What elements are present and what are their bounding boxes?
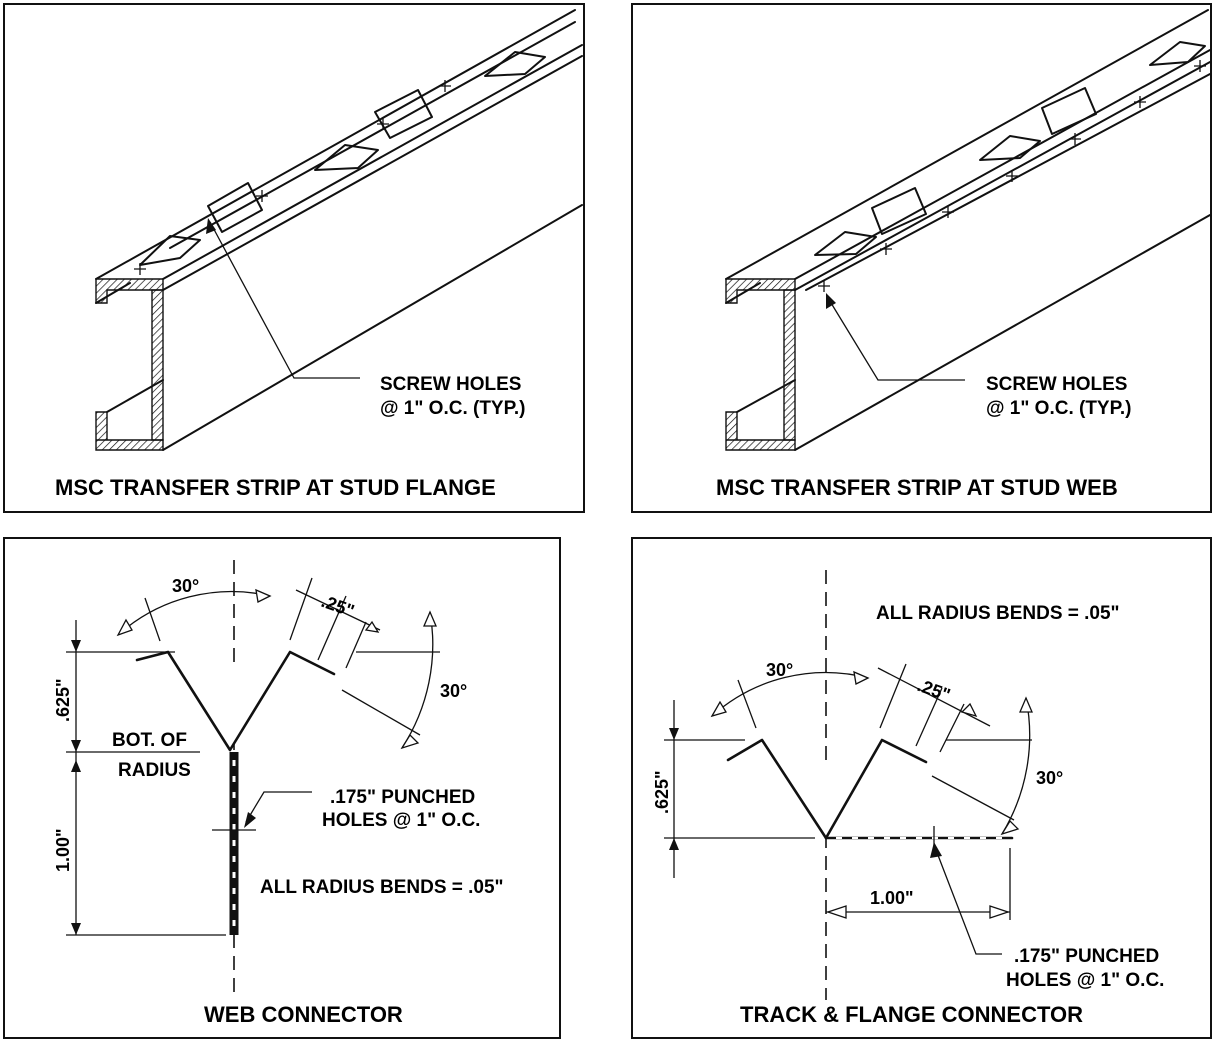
screw-holes-callout: SCREW HOLES @ 1" O.C. (TYP.) <box>826 293 1131 419</box>
angle-dimensions: 30° 30° .25" <box>710 660 1063 836</box>
height-dimension: .625" <box>652 700 815 878</box>
bends-note: ALL RADIUS BENDS = .05" <box>876 603 1120 624</box>
connector-profile <box>726 738 1014 840</box>
panel-title: WEB CONNECTOR <box>204 1002 403 1027</box>
bot-radius-line-2: RADIUS <box>118 760 191 781</box>
panel-stud-web: SCREW HOLES @ 1" O.C. (TYP.) MSC TRANSFE… <box>631 3 1212 513</box>
callout-line-2: @ 1" O.C. (TYP.) <box>986 398 1131 419</box>
panel-title: MSC TRANSFER STRIP AT STUD FLANGE <box>55 475 496 500</box>
panel-stud-flange: SCREW HOLES @ 1" O.C. (TYP.) MSC TRANSFE… <box>3 3 585 513</box>
panel-frame <box>631 3 1212 513</box>
panel-web-connector: 30° 30° .25" .625" 1.00" BOT. OF RADIUS … <box>3 537 561 1039</box>
height-dimensions: .625" 1.00" BOT. OF RADIUS <box>53 620 226 936</box>
width-label: 1.00" <box>870 888 914 908</box>
panel-title: TRACK & FLANGE CONNECTOR <box>740 1002 1083 1027</box>
height-label: .625" <box>652 770 672 814</box>
width-dimension: 1.00" <box>825 848 1011 920</box>
screw-holes-callout: SCREW HOLES @ 1" O.C. (TYP.) <box>206 218 525 419</box>
bot-radius-line-1: BOT. OF <box>112 730 187 751</box>
angle-left-label: 30° <box>766 660 793 680</box>
panel-frame <box>631 537 1212 1039</box>
connector-profile <box>135 650 336 935</box>
transfer-strip <box>139 21 576 266</box>
panel-frame <box>3 3 585 513</box>
callout-line-2: @ 1" O.C. (TYP.) <box>380 398 525 419</box>
transfer-strip <box>814 41 1206 256</box>
bends-note: ALL RADIUS BENDS = .05" <box>260 877 504 898</box>
panel-track-flange-connector: ALL RADIUS BENDS = .05" 30° 30° .25" <box>631 537 1212 1039</box>
angle-right-label: 30° <box>440 681 467 701</box>
holes-line-1: .175" PUNCHED <box>330 787 475 808</box>
holes-callout: .175" PUNCHED HOLES @ 1" O.C. <box>930 826 1164 991</box>
angle-left-label: 30° <box>172 576 199 596</box>
screw-marks <box>818 60 1206 292</box>
offset-label: .25" <box>915 675 953 705</box>
callout-line-1: SCREW HOLES <box>986 374 1127 395</box>
holes-callout: .175" PUNCHED HOLES @ 1" O.C. <box>212 787 480 831</box>
screw-marks <box>134 80 451 275</box>
holes-line-1: .175" PUNCHED <box>1014 946 1159 967</box>
height-top-label: .625" <box>53 678 73 722</box>
height-bottom-label: 1.00" <box>53 828 73 872</box>
angle-dimensions: 30° 30° .25" <box>116 576 467 750</box>
stud-section-drawing <box>95 9 583 451</box>
panel-title: MSC TRANSFER STRIP AT STUD WEB <box>716 475 1118 500</box>
callout-line-1: SCREW HOLES <box>380 374 521 395</box>
angle-right-label: 30° <box>1036 768 1063 788</box>
offset-label: .25" <box>319 591 357 621</box>
holes-line-2: HOLES @ 1" O.C. <box>322 810 480 831</box>
stud-section-drawing <box>725 9 1211 451</box>
panel-frame <box>3 537 561 1039</box>
holes-line-2: HOLES @ 1" O.C. <box>1006 970 1164 991</box>
